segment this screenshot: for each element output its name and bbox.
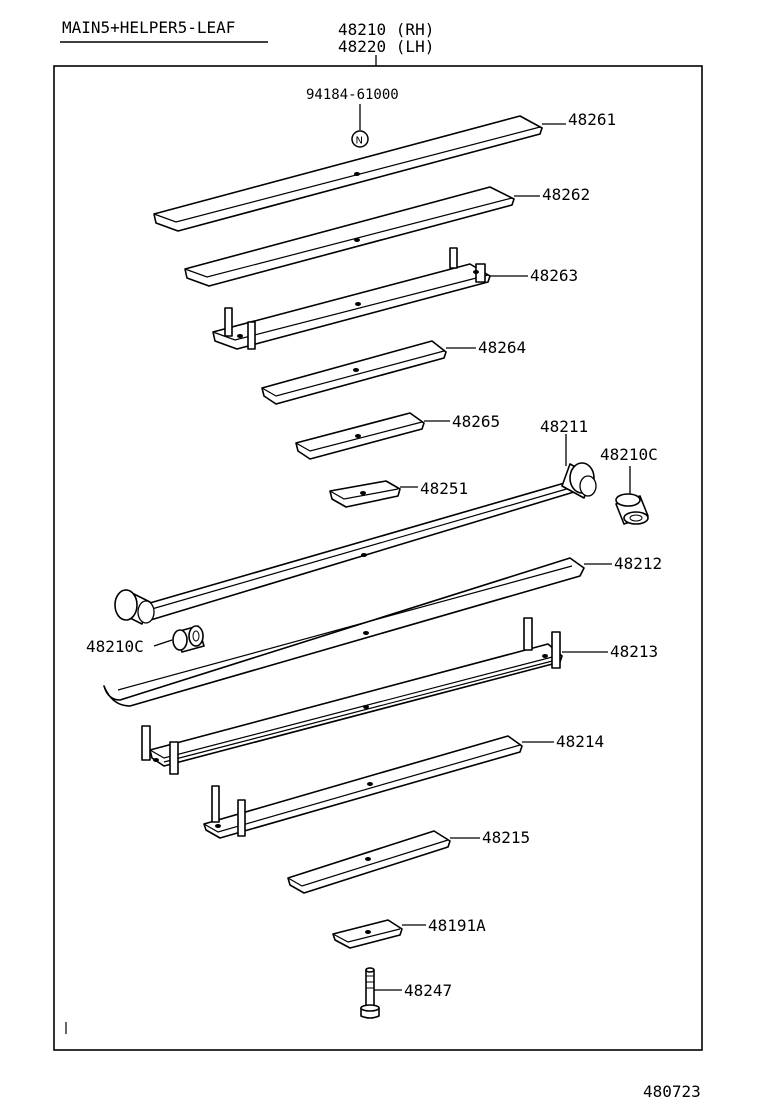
diagram-title: MAIN5+HELPER5-LEAF [62,18,235,37]
label-48247: 48247 [404,981,452,1000]
label-94184-61000: 94184-61000 [306,87,399,103]
plate-48251 [329,480,401,508]
assembly-lh-label: 48220 (LH) [338,37,434,56]
label-48215: 48215 [482,828,530,847]
leaf-48211 [114,462,597,625]
label-48212: 48212 [614,554,662,573]
leaf-48263 [212,247,491,350]
nut-symbol: N [356,136,363,147]
leaf-48261 [153,115,543,232]
label-48265: 48265 [452,412,500,431]
bolt-48247 [360,967,380,1019]
diagram-frame [53,65,703,1051]
label-48210c-right: 48210C [600,445,658,464]
leaf-48215 [287,830,451,894]
leaf-48212 [103,557,585,707]
assembly-rh-label: 48210 (RH) [338,20,434,39]
diagram-code: 480723 [643,1082,701,1101]
label-48214: 48214 [556,732,604,751]
leaf-48264 [261,340,447,405]
label-48264: 48264 [478,338,526,357]
leaf-48262 [184,186,515,287]
leaf-48214 [203,735,523,839]
label-48263: 48263 [530,266,578,285]
leaf-48265 [295,412,425,460]
label-48261: 48261 [568,110,616,129]
label-48191a: 48191A [428,916,486,935]
label-48211: 48211 [540,417,588,436]
leaf-48213 [141,617,563,775]
bushing-48210c-right [615,493,649,525]
label-48210c-left: 48210C [86,637,144,656]
leader-48210c-left [153,639,173,647]
label-48251: 48251 [420,479,468,498]
plate-48191a [332,919,403,949]
nut-94184-61000: N [351,130,369,148]
bushing-48210c-left [172,625,205,653]
label-48213: 48213 [610,642,658,661]
label-48262: 48262 [542,185,590,204]
